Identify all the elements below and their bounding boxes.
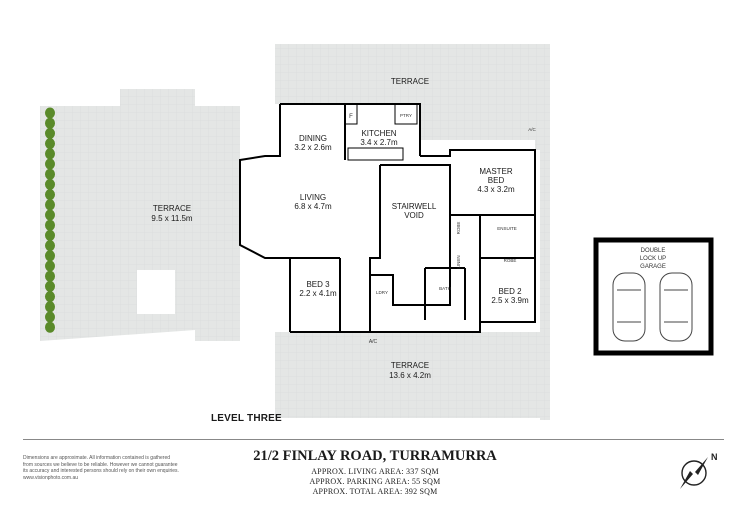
terrace-bottom-size: 13.6 x 4.2m	[389, 371, 431, 380]
terrace-left-label: TERRACE	[153, 204, 191, 213]
hedge-bush	[45, 270, 55, 282]
hedge-bush	[45, 127, 55, 139]
hedge-bush	[45, 117, 55, 129]
garage-label-1: DOUBLE	[641, 248, 666, 254]
hedge-bush	[45, 260, 55, 272]
divider	[23, 439, 724, 440]
hedge-bush	[45, 321, 55, 333]
hedge-bush	[45, 280, 55, 292]
ldry-label: LDRY	[376, 290, 388, 295]
left-terrace	[40, 89, 240, 341]
terrace-opening	[137, 270, 175, 314]
website-link[interactable]: www.visionphoto.com.au	[23, 474, 79, 481]
hedge-bush	[45, 301, 55, 313]
dining-size: 3.2 x 2.6m	[294, 143, 332, 152]
stairwell-label: STAIRWELL	[392, 202, 437, 211]
hedge	[45, 107, 55, 333]
bath-label: BATH	[439, 286, 451, 291]
hedge-bush	[45, 229, 55, 241]
living-area: APPROX. LIVING AREA: 337 SQM	[311, 467, 439, 476]
parking-area: APPROX. PARKING AREA: 55 SQM	[309, 477, 441, 486]
fridge-label: F	[349, 114, 353, 120]
terrace-left-size: 9.5 x 11.5m	[151, 214, 193, 223]
hedge-bush	[45, 107, 55, 119]
property-address: 21/2 FINLAY ROAD, TURRAMURRA	[253, 448, 497, 464]
disclaimer-line: its accuracy and interested persons shou…	[23, 468, 179, 475]
kitchen-label: KITCHEN	[361, 129, 396, 138]
bed3-label: BED 3	[306, 280, 330, 289]
living-label: LIVING	[300, 193, 326, 202]
walls	[239, 103, 536, 333]
car-icon	[659, 272, 693, 342]
level-label: LEVEL THREE	[211, 413, 282, 424]
master-bed-label: BED	[488, 176, 505, 185]
hedge-bush	[45, 189, 55, 201]
bottom-terrace	[275, 332, 540, 418]
hedge-bush	[45, 158, 55, 170]
bed2-size: 2.5 x 3.9m	[491, 296, 529, 305]
hedge-bush	[45, 240, 55, 252]
dining-label: DINING	[299, 134, 327, 143]
hedge-bush	[45, 311, 55, 323]
garage	[593, 237, 714, 356]
pantry-label: PTRY	[400, 113, 412, 118]
svg-text:N: N	[711, 452, 718, 462]
linen-label: LINEN	[456, 255, 461, 268]
ac-top-label: A/C	[528, 127, 536, 132]
interior	[240, 104, 535, 332]
hedge-bush	[45, 199, 55, 211]
hedge-bush	[45, 219, 55, 231]
disclaimer: Dimensions are approximate. All informat…	[23, 455, 237, 481]
disclaimer-line: Dimensions are approximate. All informat…	[23, 455, 171, 461]
garage-label-2: LOCK UP	[640, 256, 666, 262]
ac-bottom-label: A/C	[369, 339, 378, 345]
living-size: 6.8 x 4.7m	[294, 202, 332, 211]
kitchen-size: 3.4 x 2.7m	[360, 138, 398, 147]
car-icon	[612, 272, 646, 342]
bed3-size: 2.2 x 4.1m	[299, 289, 337, 298]
top-terrace	[275, 44, 550, 420]
master-size: 4.3 x 3.2m	[477, 185, 515, 194]
hedge-bush	[45, 168, 55, 180]
garage-label-3: GARAGE	[640, 264, 666, 270]
bed2-label: BED 2	[498, 287, 522, 296]
disclaimer-line: from sources we believe to be reliable. …	[23, 461, 178, 468]
hedge-bush	[45, 250, 55, 262]
hedge-bush	[45, 178, 55, 190]
hedge-bush	[45, 291, 55, 303]
hedge-bush	[45, 138, 55, 150]
terrace-bottom-label: TERRACE	[391, 361, 429, 370]
robe-bed2-label: ROBE	[504, 258, 517, 263]
master-label: MASTER	[479, 167, 513, 176]
hedge-bush	[45, 209, 55, 221]
robe-master-label: ROBE	[456, 222, 461, 235]
terrace-top-label: TERRACE	[391, 77, 429, 86]
hedge-bush	[45, 148, 55, 160]
ensuite-label: ENSUITE	[497, 226, 517, 231]
stairwell-void-label: VOID	[404, 211, 424, 220]
compass-north-icon: N	[680, 452, 718, 489]
total-area: APPROX. TOTAL AREA: 392 SQM	[312, 487, 438, 496]
